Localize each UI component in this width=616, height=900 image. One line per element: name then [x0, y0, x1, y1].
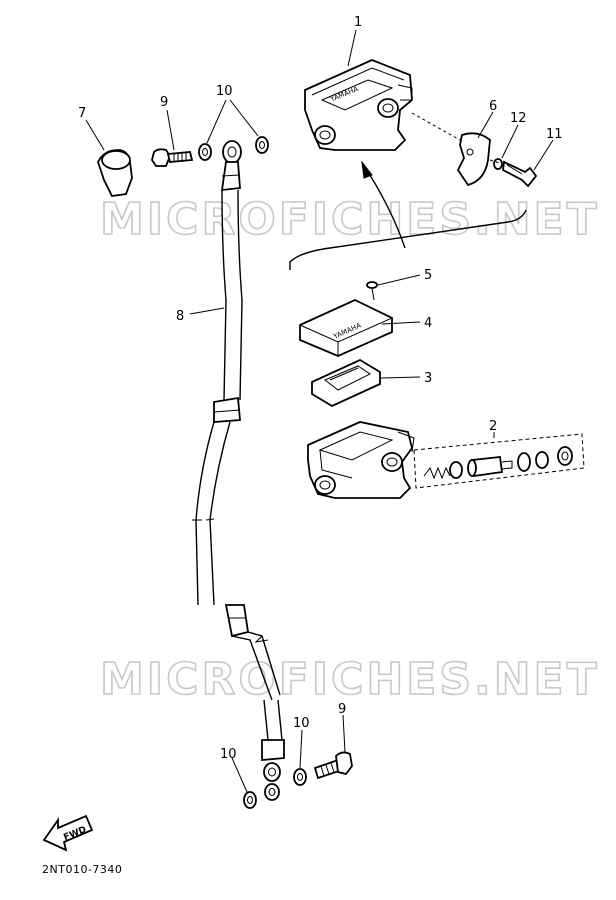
callout-master-cylinder: 1	[354, 15, 362, 30]
reservoir-cap: YAMAHA	[299, 299, 393, 357]
union-bolt-top	[151, 148, 194, 167]
master-cylinder-body	[307, 421, 415, 499]
boot	[97, 149, 133, 197]
gaskets-bottom	[243, 768, 307, 809]
callout-holder: 6	[489, 99, 497, 114]
exploded-view-arrow	[367, 171, 406, 249]
watermark-top: MICROFICHES.NET	[100, 194, 600, 245]
leader-lines	[85, 29, 554, 793]
diagram-code: 2NT010-7340	[42, 863, 122, 876]
callout-washer: 12	[510, 111, 527, 126]
callout-brake-hose: 8	[176, 309, 184, 324]
callout-holder-bolt: 11	[546, 127, 563, 142]
callout-union-bolt-bottom: 9	[338, 702, 346, 717]
callout-boot: 7	[78, 106, 86, 121]
callout-gaskets-top: 10	[216, 84, 233, 99]
callout-cap: 4	[424, 316, 432, 331]
gaskets-top	[198, 136, 269, 161]
watermark-bottom: MICROFICHES.NET	[100, 654, 600, 705]
forward-direction-arrow: FWD	[42, 814, 94, 852]
callout-union-bolt-top: 9	[160, 95, 168, 110]
exploded-view-bracket	[289, 209, 527, 270]
piston-kit	[413, 433, 585, 489]
union-bolt-bottom	[313, 751, 353, 780]
callout-diaphragm: 3	[424, 371, 432, 386]
cap-screw	[366, 281, 378, 301]
master-cylinder-assembly: YAMAHA	[304, 59, 538, 188]
callout-gasket-bottom-left: 10	[220, 747, 237, 762]
callout-cap-screw: 5	[424, 268, 432, 283]
diaphragm	[311, 358, 381, 408]
brake-hose	[192, 140, 285, 782]
callout-gasket-bottom-right: 10	[293, 716, 310, 731]
callout-piston-kit: 2	[489, 419, 497, 434]
